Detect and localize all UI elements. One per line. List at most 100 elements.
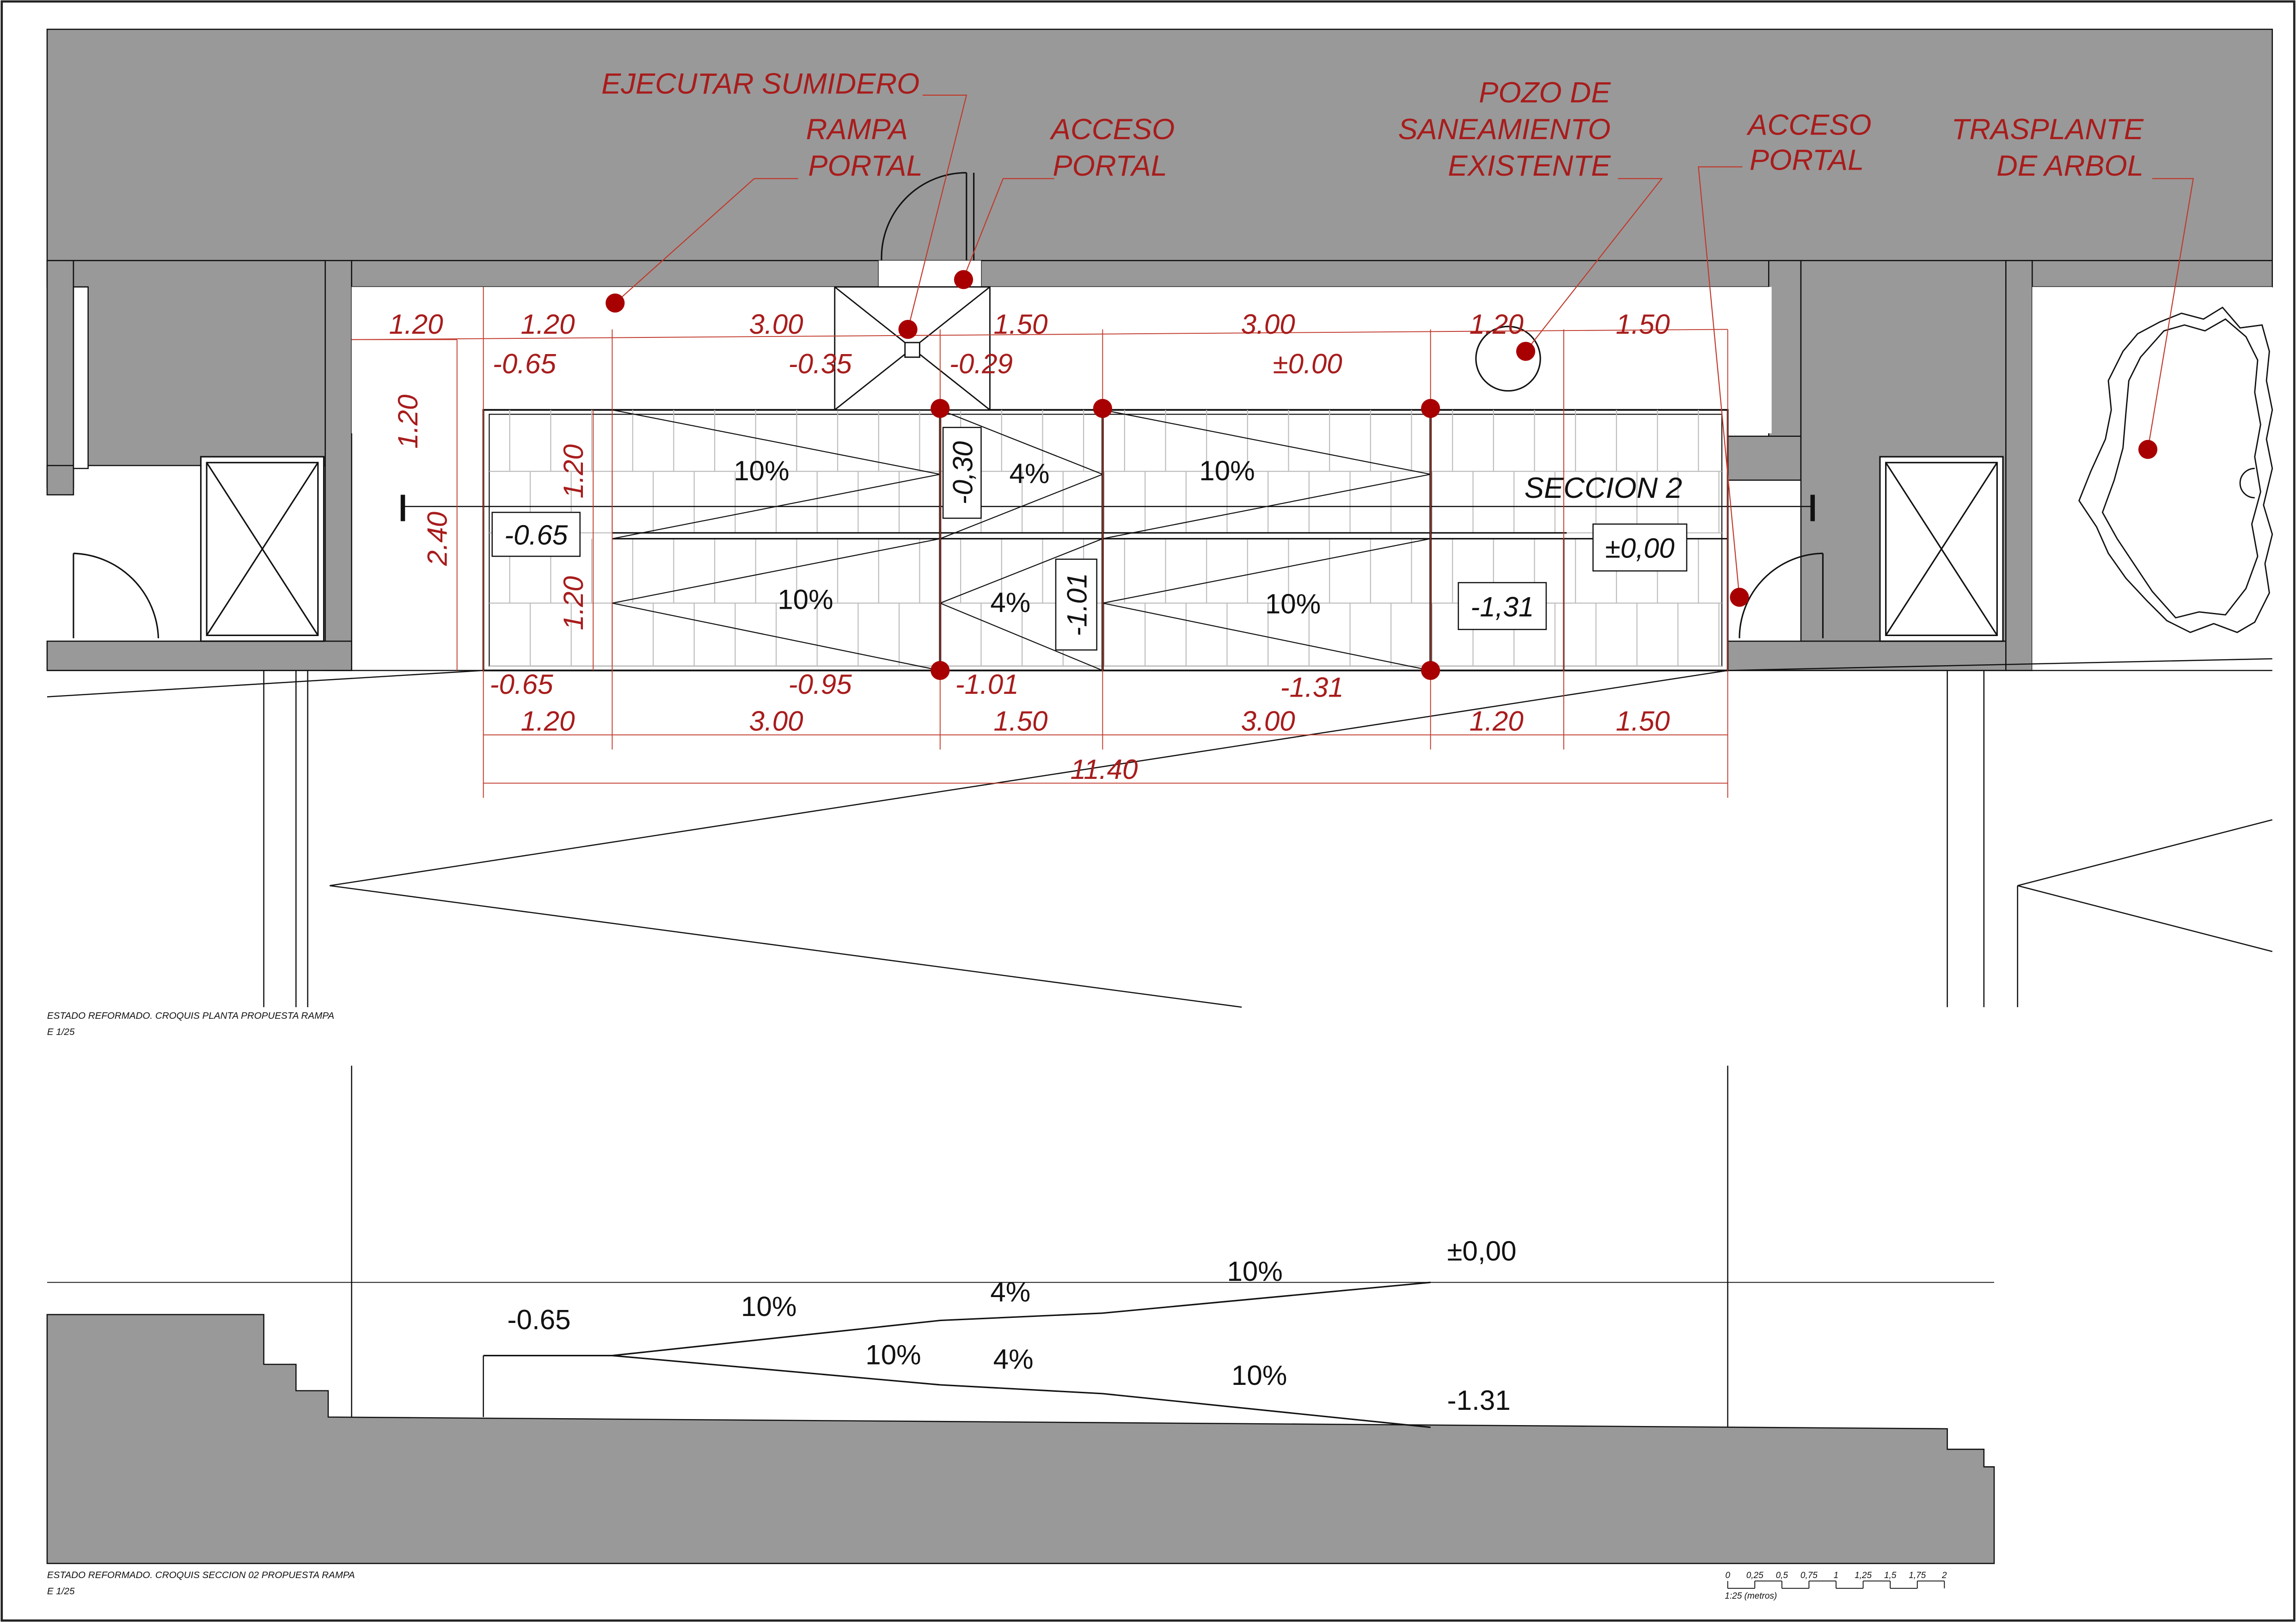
dim-bottom-2: 3.00	[749, 705, 803, 736]
section-drawing	[46, 1065, 1995, 1564]
wall-right-step	[1727, 435, 1802, 481]
plan-lower-lines	[47, 658, 2273, 1008]
scale-bar-tick-label: 1,5	[1884, 1571, 1897, 1580]
callout-rampa-portal: PORTAL	[808, 150, 923, 182]
level-top-1: -0.65	[493, 349, 557, 379]
dim-bottom-1: 1.20	[520, 705, 575, 736]
scale-bar-tick-label: 1	[1834, 1571, 1839, 1580]
section-top-slope-1: 10%	[741, 1291, 796, 1322]
ramp-plan	[482, 409, 1729, 672]
dim-top-2: 1.20	[520, 309, 575, 340]
plan-callouts: EJECUTAR SUMIDERO RAMPA PORTAL ACCESO PO…	[601, 68, 2144, 182]
boxed-level-v2: -1.01	[1061, 573, 1092, 636]
level-top-3: -0.29	[949, 349, 1013, 379]
wall-top-band-1	[351, 260, 880, 288]
section-labels: -0.65 10% 4% 10% ±0,00 10% 4% 10% -1.31	[507, 1236, 1516, 1416]
scale-bar-tick-label: 0,75	[1800, 1571, 1818, 1580]
scale-bar-unit: 1:25 (metros)	[1725, 1591, 1777, 1601]
dim-left-inner-lower: 1.20	[558, 576, 589, 630]
level-bottom-4: -1.31	[1280, 672, 1344, 703]
level-bottom-2: -0.95	[789, 669, 852, 700]
level-bottom-1: -0.65	[490, 669, 553, 700]
street-wall-top	[46, 29, 2273, 261]
wall-left-pier	[46, 260, 74, 488]
dim-bottom-4: 3.00	[1241, 705, 1295, 736]
dim-bottom-3: 1.50	[993, 705, 1047, 736]
plan-left-dimensions: 1.20 2.40 1.20 1.20	[392, 395, 589, 630]
wall-right-bottom	[1727, 640, 2007, 671]
scale-bar-tick-label: 0,25	[1746, 1571, 1763, 1580]
dim-top-1: 1.20	[389, 309, 443, 340]
level-marker-1	[606, 293, 625, 313]
wall-far-right-cap	[2005, 260, 2273, 288]
dim-left-total: 2.40	[422, 512, 453, 566]
wall-left-block	[73, 260, 326, 466]
wall-left-bottom	[46, 640, 352, 671]
section-cut-line	[400, 495, 1815, 521]
callout-ejecutar-sumidero: EJECUTAR SUMIDERO	[601, 68, 919, 100]
section-top-slope-3: 10%	[1227, 1256, 1282, 1287]
lift-box-right	[1879, 456, 2004, 642]
callout-existente: EXISTENTE	[1448, 150, 1611, 182]
plan-openings	[73, 260, 2272, 671]
callout-pozo: POZO DE	[1479, 77, 1611, 109]
dim-top-3: 3.00	[749, 309, 803, 340]
boxed-level-left: -0.65	[504, 520, 568, 551]
plan-bottom-dimensions: 1.20 3.00 1.50 3.00 1.20 1.50 11.40	[520, 705, 1670, 785]
boxed-level-v1: -0,30	[947, 441, 978, 504]
dim-top-7: 1.50	[1616, 309, 1670, 340]
wall-right-jamb	[1768, 260, 1802, 437]
dim-bottom-5: 1.20	[1469, 705, 1524, 736]
level-bottom-3: -1.01	[955, 669, 1019, 700]
wall-far-right-jamb	[2005, 260, 2033, 671]
section-caption: ESTADO REFORMADO. CROQUIS SECCION 02 PRO…	[47, 1570, 355, 1580]
plan-slopes: 10% 4% 10% 10% 4% 10%	[734, 455, 1321, 619]
level-marker-11	[2138, 440, 2158, 459]
section-top-slope-2: 4%	[990, 1276, 1030, 1307]
plan-scale: E 1/25	[47, 1027, 75, 1037]
dim-left-upper: 1.20	[392, 395, 423, 449]
scale-bar-tick-label: 2	[1941, 1571, 1947, 1580]
plan-top-dimensions: 1.20 1.20 3.00 1.50 3.00 1.20 1.50	[389, 309, 1670, 340]
callout-leaders	[614, 94, 2194, 598]
plan-walls	[46, 29, 2273, 671]
level-top-2: -0.35	[789, 349, 852, 379]
scale-bar-tick-label: 1,75	[1909, 1571, 1926, 1580]
scale-bar: 0 0,25 0,5 0,75 1 1,25 1,5 1,75 2 1:25 (metros)	[1725, 1571, 1947, 1601]
scale-bar-tick-label: 1,25	[1855, 1571, 1872, 1580]
portal-door-top	[881, 172, 975, 261]
level-marker-4	[931, 398, 950, 418]
scale-bar-tick-label: 0	[1725, 1571, 1730, 1580]
section-label: SECCION 2	[1525, 472, 1682, 504]
scale-bar-tick-label: 0,5	[1776, 1571, 1788, 1580]
tree-outline	[2078, 306, 2273, 633]
level-marker-2	[898, 319, 918, 339]
side-doors	[73, 552, 1824, 638]
slope-1: 10%	[734, 455, 789, 486]
level-marker-7	[1516, 342, 1536, 361]
section-bot-end-level: -1.31	[1447, 1385, 1511, 1416]
slope-5: 4%	[990, 587, 1030, 618]
section-top-end-level: ±0,00	[1447, 1236, 1517, 1267]
callout-acceso-left-portal: PORTAL	[1053, 150, 1167, 182]
plan-boxed-levels: -0.65 -0,30 -1.01 -1,31 ±0,00	[491, 427, 1688, 651]
section-bot-slope-1: 10%	[865, 1340, 921, 1371]
slope-6: 10%	[1265, 588, 1321, 619]
callout-saneamiento: SANEAMIENTO	[1398, 113, 1610, 146]
dim-top-5: 3.00	[1241, 309, 1295, 340]
wall-left-jamb	[325, 260, 352, 671]
level-marker-10	[1730, 588, 1749, 607]
dim-top-6: 1.20	[1469, 309, 1524, 340]
callout-acceso-right-portal: PORTAL	[1750, 144, 1864, 176]
level-marker-5	[1093, 398, 1112, 418]
callout-acceso-left: ACCESO	[1049, 113, 1175, 146]
wall-top-band-2	[980, 260, 1802, 288]
level-marker-6	[1421, 398, 1440, 418]
level-marker-8	[931, 661, 950, 680]
section-bot-slope-3: 10%	[1231, 1360, 1287, 1391]
sumidero-funnel	[834, 286, 991, 411]
level-top-4: ±0.00	[1273, 349, 1342, 379]
slope-3: 10%	[1199, 455, 1255, 486]
plan-bottom-levels: -0.65 -0.95 -1.01 -1.31	[490, 669, 1343, 703]
